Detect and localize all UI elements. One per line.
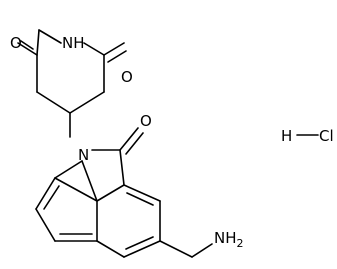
bond-inner-1 (43, 185, 60, 210)
bond-c8b-n (81, 160, 98, 202)
bond-lactam-o-double (125, 132, 144, 155)
bond-c5c6-link (36, 29, 40, 56)
atom-label-nh: NH (62, 34, 85, 52)
bond-inner-3 (125, 236, 154, 250)
atom-label-n-ring: N (78, 146, 89, 164)
bond-c6-n (38, 29, 62, 44)
bond-c8-c7 (35, 208, 56, 242)
naphthalene-core (35, 160, 213, 258)
bond-ch2-n (191, 243, 213, 258)
bond-carbonyl-c2a (119, 149, 125, 186)
bond-c2-o-double (107, 50, 127, 63)
lactam-ring (81, 127, 144, 202)
atom-label-nh2-main: NH (214, 229, 237, 247)
atom-label-h: H (281, 127, 292, 145)
bond-c6-o-single (17, 42, 38, 56)
bond-c3-c2a (123, 184, 161, 202)
bond-c4-c5 (36, 91, 71, 114)
atom-label-o-top: O (10, 34, 22, 52)
bond-c5-c4 (123, 240, 161, 258)
atom-label-o-right: O (121, 68, 133, 86)
bond-c2-o-single (103, 42, 125, 56)
bond-c3-c4 (69, 91, 105, 114)
bond-c2a-c8b (96, 184, 125, 202)
bond-n-c8a (54, 160, 83, 179)
atom-label-o-lactam: O (140, 112, 152, 130)
atom-label-nh2-subscript: 2 (237, 237, 244, 250)
atom-label-nh2: NH2 (214, 229, 244, 250)
glutarimide-ring (17, 29, 127, 114)
bond-c8a-c8 (35, 177, 56, 210)
bond-c4-ch2 (159, 240, 193, 258)
bond-lactam-o-single (119, 127, 139, 151)
bond-c6-o-double (20, 40, 34, 50)
bond-n-c2 (83, 42, 105, 56)
atom-label-cl: Cl (319, 127, 334, 145)
bond-inner-4 (126, 192, 154, 206)
bond-c5a-c8a (54, 177, 98, 202)
bond-c5a-c5 (96, 240, 125, 258)
